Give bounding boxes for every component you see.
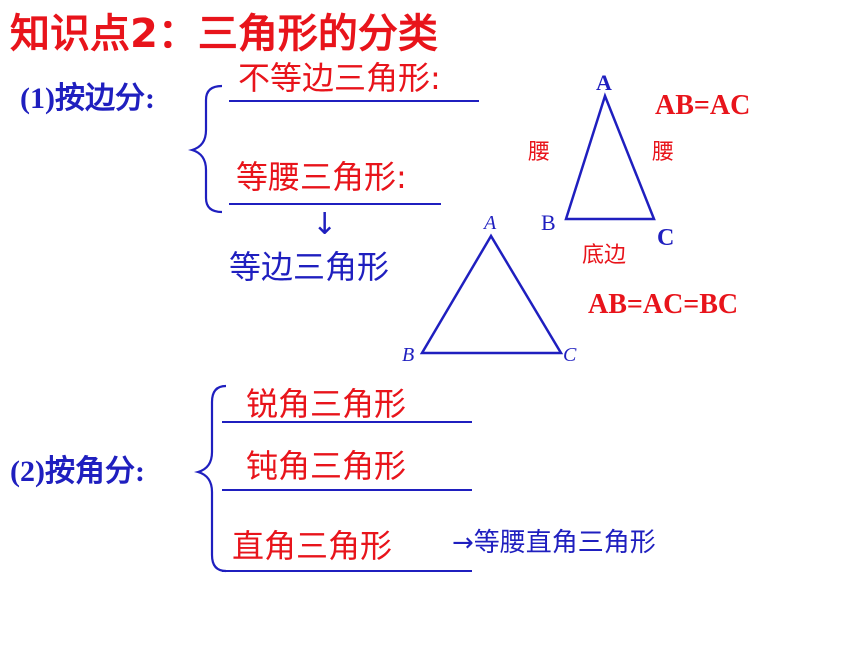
blank-line-5 — [222, 570, 472, 572]
brace-angles — [194, 384, 227, 573]
down-arrow: ↓ — [312, 207, 338, 242]
blank-line-1 — [229, 100, 479, 102]
blank-line-2 — [229, 203, 441, 205]
answer-acute: 锐角三角形 — [246, 385, 407, 423]
answer-scalene: 不等边三角形: — [238, 59, 441, 97]
eq-equation: AB=AC=BC — [588, 289, 739, 320]
brace-sides — [188, 84, 223, 214]
answer-isosceles: 等腰三角形: — [236, 158, 407, 196]
isosceles-right-note: →等腰直角三角形 — [452, 528, 656, 558]
angle-section-label: (2)按角分: — [10, 455, 145, 488]
side-section-label: (1)按边分: — [20, 82, 155, 115]
iso-vertex-b: B — [541, 210, 556, 235]
eq-vertex-a: A — [484, 212, 497, 234]
iso-vertex-a: A — [596, 70, 612, 95]
equilateral-label: 等边三角形 — [229, 248, 390, 286]
answer-obtuse: 钝角三角形 — [246, 447, 407, 485]
iso-leg-right: 腰 — [652, 140, 675, 165]
eq-vertex-c: C — [563, 344, 577, 366]
iso-vertex-c: C — [657, 225, 675, 251]
iso-equation: AB=AC — [655, 90, 751, 121]
slide-title: 知识点2：三角形的分类 — [10, 11, 438, 57]
blank-line-3 — [222, 421, 472, 423]
iso-leg-left: 腰 — [528, 140, 551, 165]
answer-right: 直角三角形 — [232, 527, 393, 565]
eq-vertex-b: B — [402, 344, 415, 366]
equilateral-triangle — [419, 233, 564, 355]
iso-base: 底边 — [582, 243, 627, 268]
isosceles-triangle — [564, 92, 656, 221]
blank-line-4 — [222, 489, 472, 491]
